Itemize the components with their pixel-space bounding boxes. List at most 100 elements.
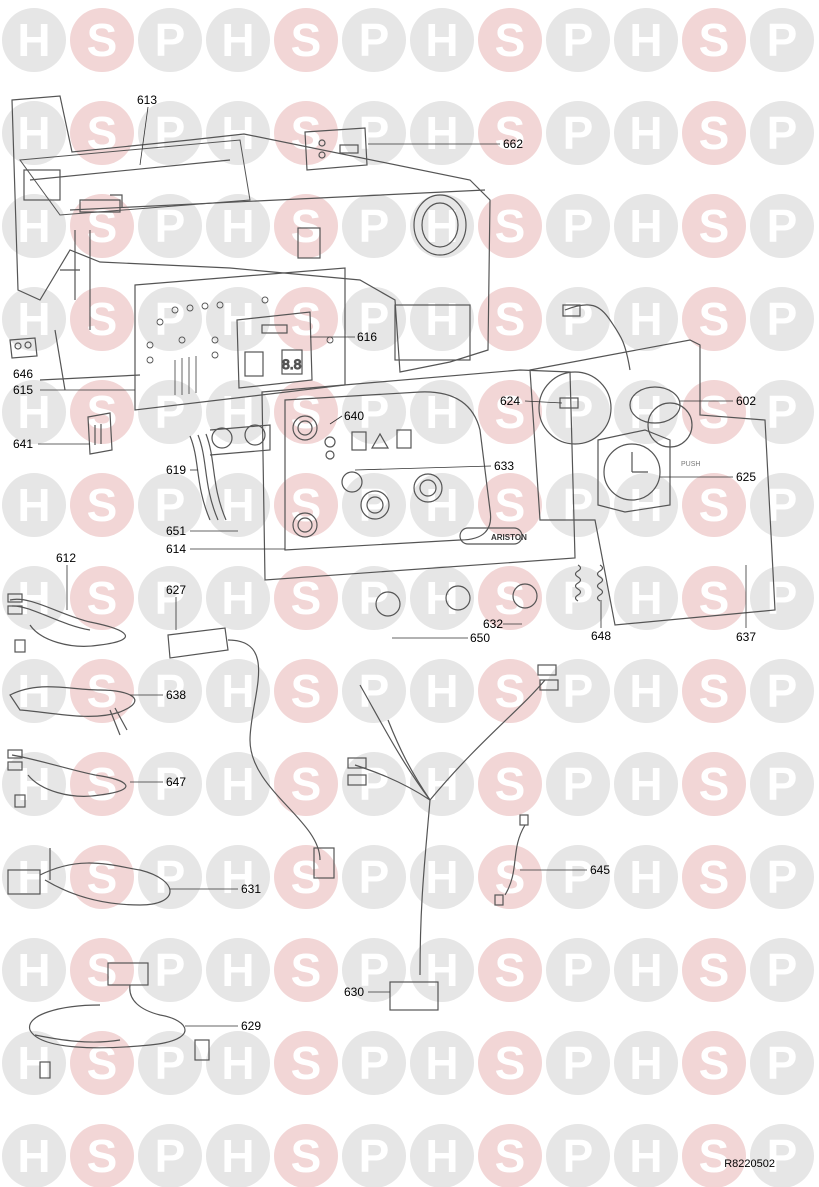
watermark-circle bbox=[614, 659, 678, 723]
watermark-circle bbox=[138, 8, 202, 72]
watermark-circle bbox=[478, 8, 542, 72]
watermark-letter: S bbox=[495, 200, 526, 252]
watermark-letter: S bbox=[699, 758, 730, 810]
watermark-circle bbox=[546, 1031, 610, 1095]
watermark-letter: P bbox=[155, 665, 186, 717]
watermark-letter: S bbox=[291, 851, 322, 903]
watermark-circle bbox=[478, 845, 542, 909]
watermark-letter: P bbox=[563, 944, 594, 996]
watermark-letter: P bbox=[155, 479, 186, 531]
watermark-letter: H bbox=[17, 1037, 50, 1089]
watermark-letter: P bbox=[563, 479, 594, 531]
watermark-circle bbox=[478, 380, 542, 444]
watermark-circle bbox=[546, 194, 610, 258]
callout-label-630: 630 bbox=[344, 985, 364, 999]
watermark-circle bbox=[70, 287, 134, 351]
watermark-letter: P bbox=[767, 107, 798, 159]
watermark-letter: P bbox=[563, 851, 594, 903]
watermark-circle bbox=[614, 566, 678, 630]
watermark-circle bbox=[546, 8, 610, 72]
watermark-letter: H bbox=[629, 14, 662, 66]
watermark-letter: H bbox=[221, 758, 254, 810]
watermark-letter: S bbox=[87, 944, 118, 996]
watermark-circle bbox=[410, 194, 474, 258]
callout-label-645: 645 bbox=[590, 863, 610, 877]
watermark-letter: S bbox=[495, 851, 526, 903]
watermark-circle bbox=[70, 380, 134, 444]
watermark-circle bbox=[410, 101, 474, 165]
knob-base-651 bbox=[209, 424, 271, 456]
watermark-circle bbox=[410, 473, 474, 537]
watermark-circle bbox=[342, 1124, 406, 1187]
watermark-letter: S bbox=[495, 665, 526, 717]
callout-label-612: 612 bbox=[56, 551, 76, 565]
watermark-letter: H bbox=[17, 944, 50, 996]
watermark-circle bbox=[546, 101, 610, 165]
watermark-letter: P bbox=[767, 200, 798, 252]
watermark-circle bbox=[410, 566, 474, 630]
watermark-letter: H bbox=[17, 293, 50, 345]
watermark-letter: P bbox=[563, 1130, 594, 1182]
watermark-circle bbox=[614, 752, 678, 816]
watermark-circle bbox=[410, 659, 474, 723]
watermark-letter: S bbox=[87, 14, 118, 66]
watermark-circle bbox=[70, 845, 134, 909]
watermark-letter: P bbox=[767, 386, 798, 438]
watermark-circle bbox=[682, 752, 746, 816]
watermark-letter: S bbox=[699, 107, 730, 159]
watermark-letter: P bbox=[563, 200, 594, 252]
watermark-letter: H bbox=[17, 851, 50, 903]
watermark-circle bbox=[274, 752, 338, 816]
watermark-circle bbox=[750, 938, 814, 1002]
watermark-letter: P bbox=[359, 944, 390, 996]
harness-629 bbox=[29, 962, 210, 1079]
watermark-letter: P bbox=[767, 14, 798, 66]
watermark-letter: S bbox=[699, 851, 730, 903]
callout-label-640: 640 bbox=[344, 409, 364, 423]
watermark-letter: S bbox=[291, 944, 322, 996]
timer-625 bbox=[597, 429, 671, 513]
watermark-letter: H bbox=[221, 572, 254, 624]
leader-lines bbox=[38, 106, 747, 1027]
watermark-circle bbox=[682, 938, 746, 1002]
watermark-circle bbox=[206, 1124, 270, 1187]
watermark-letter: P bbox=[155, 14, 186, 66]
watermark-letter: S bbox=[291, 386, 322, 438]
callout-label-647: 647 bbox=[166, 775, 186, 789]
watermark-circle bbox=[138, 194, 202, 258]
watermark-circle bbox=[274, 8, 338, 72]
watermark-letter: S bbox=[699, 200, 730, 252]
watermark-letter: P bbox=[359, 200, 390, 252]
watermark-circle bbox=[274, 194, 338, 258]
watermark-circle bbox=[2, 1031, 66, 1095]
callout-label-627: 627 bbox=[166, 583, 186, 597]
watermark-circle bbox=[70, 101, 134, 165]
callout-label-624: 624 bbox=[500, 394, 520, 408]
watermark-circle bbox=[410, 8, 474, 72]
watermark-letter: P bbox=[563, 293, 594, 345]
watermark-letter: S bbox=[87, 479, 118, 531]
watermark-circle bbox=[546, 287, 610, 351]
watermark-circle bbox=[70, 473, 134, 537]
callout-label-615: 615 bbox=[13, 383, 33, 397]
watermark-circle bbox=[546, 752, 610, 816]
callout-label-602: 602 bbox=[736, 394, 756, 408]
watermark-letter: P bbox=[767, 665, 798, 717]
watermark-circle bbox=[750, 752, 814, 816]
watermark-letter: P bbox=[155, 1130, 186, 1182]
watermark-letter: S bbox=[699, 665, 730, 717]
watermark-letter: S bbox=[291, 572, 322, 624]
display-board-616 bbox=[236, 311, 313, 389]
watermark-circle bbox=[2, 473, 66, 537]
watermark-circle bbox=[614, 1124, 678, 1187]
watermark-letter: P bbox=[155, 572, 186, 624]
watermark-circle bbox=[342, 1031, 406, 1095]
leader-line-624 bbox=[524, 400, 563, 404]
watermark-circle bbox=[410, 380, 474, 444]
display-digits: 8.8 bbox=[282, 356, 302, 372]
watermark-circle bbox=[614, 287, 678, 351]
watermark-circle bbox=[206, 566, 270, 630]
